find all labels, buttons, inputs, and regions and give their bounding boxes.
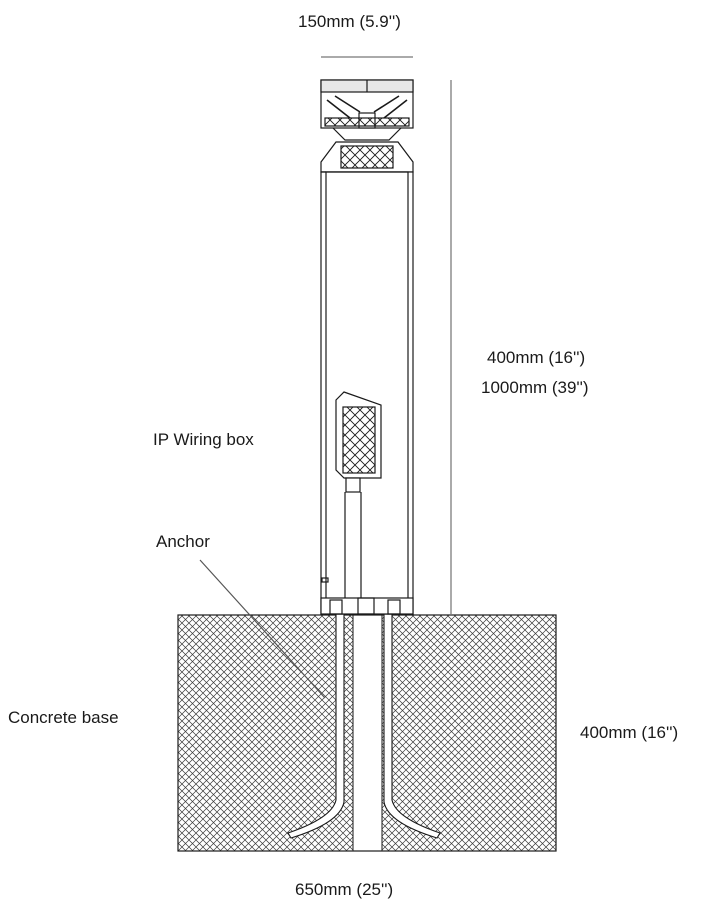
concrete-base [177,614,557,852]
anchor-leader-line [199,559,326,699]
anchor-bolts [287,611,441,839]
wiring-box [335,391,382,598]
base-depth-label: 400mm (16'') [580,723,679,742]
concrete-base-label: Concrete base [8,708,119,727]
anchor-label: Anchor [156,532,210,551]
post-height-label: 400mm (16'') [487,348,586,367]
base-width-label: 650mm (25'') [295,880,394,899]
top-width-label: 150mm (5.9'') [298,12,401,31]
wiring-box-label: IP Wiring box [153,430,254,449]
bollard-post [320,141,414,615]
luminaire-head [320,79,414,141]
total-height-label: 1000mm (39'') [481,378,589,397]
